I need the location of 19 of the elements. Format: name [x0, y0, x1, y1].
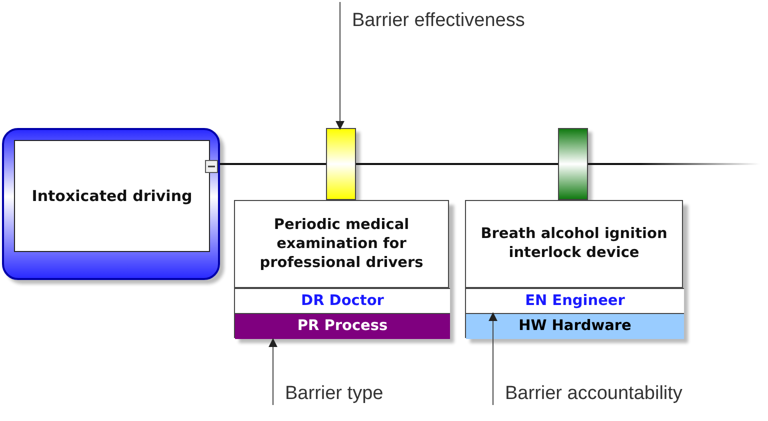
threat-box [2, 128, 220, 280]
barrier-indicator [558, 128, 588, 200]
barrier-line [356, 163, 558, 165]
callout-text: Barrier type [285, 383, 384, 405]
type-row: HW Hardware [466, 313, 684, 339]
leader-line [336, 2, 344, 130]
accountability-row: EN Engineer [466, 288, 684, 313]
barrier-line [220, 163, 326, 165]
barrier-line [588, 163, 760, 165]
barrier-card [234, 200, 449, 338]
leader-line [268, 338, 278, 406]
leader-line [488, 312, 498, 406]
barrier-card [465, 200, 683, 338]
accountability-row: DR Doctor [235, 288, 450, 313]
callout-text: Barrier effectiveness [352, 10, 525, 32]
callout-text: Barrier accountability [505, 383, 682, 405]
threat-text: Intoxicated driving [14, 140, 210, 252]
barrier-indicator [326, 128, 356, 200]
type-row: PR Process [235, 313, 450, 339]
